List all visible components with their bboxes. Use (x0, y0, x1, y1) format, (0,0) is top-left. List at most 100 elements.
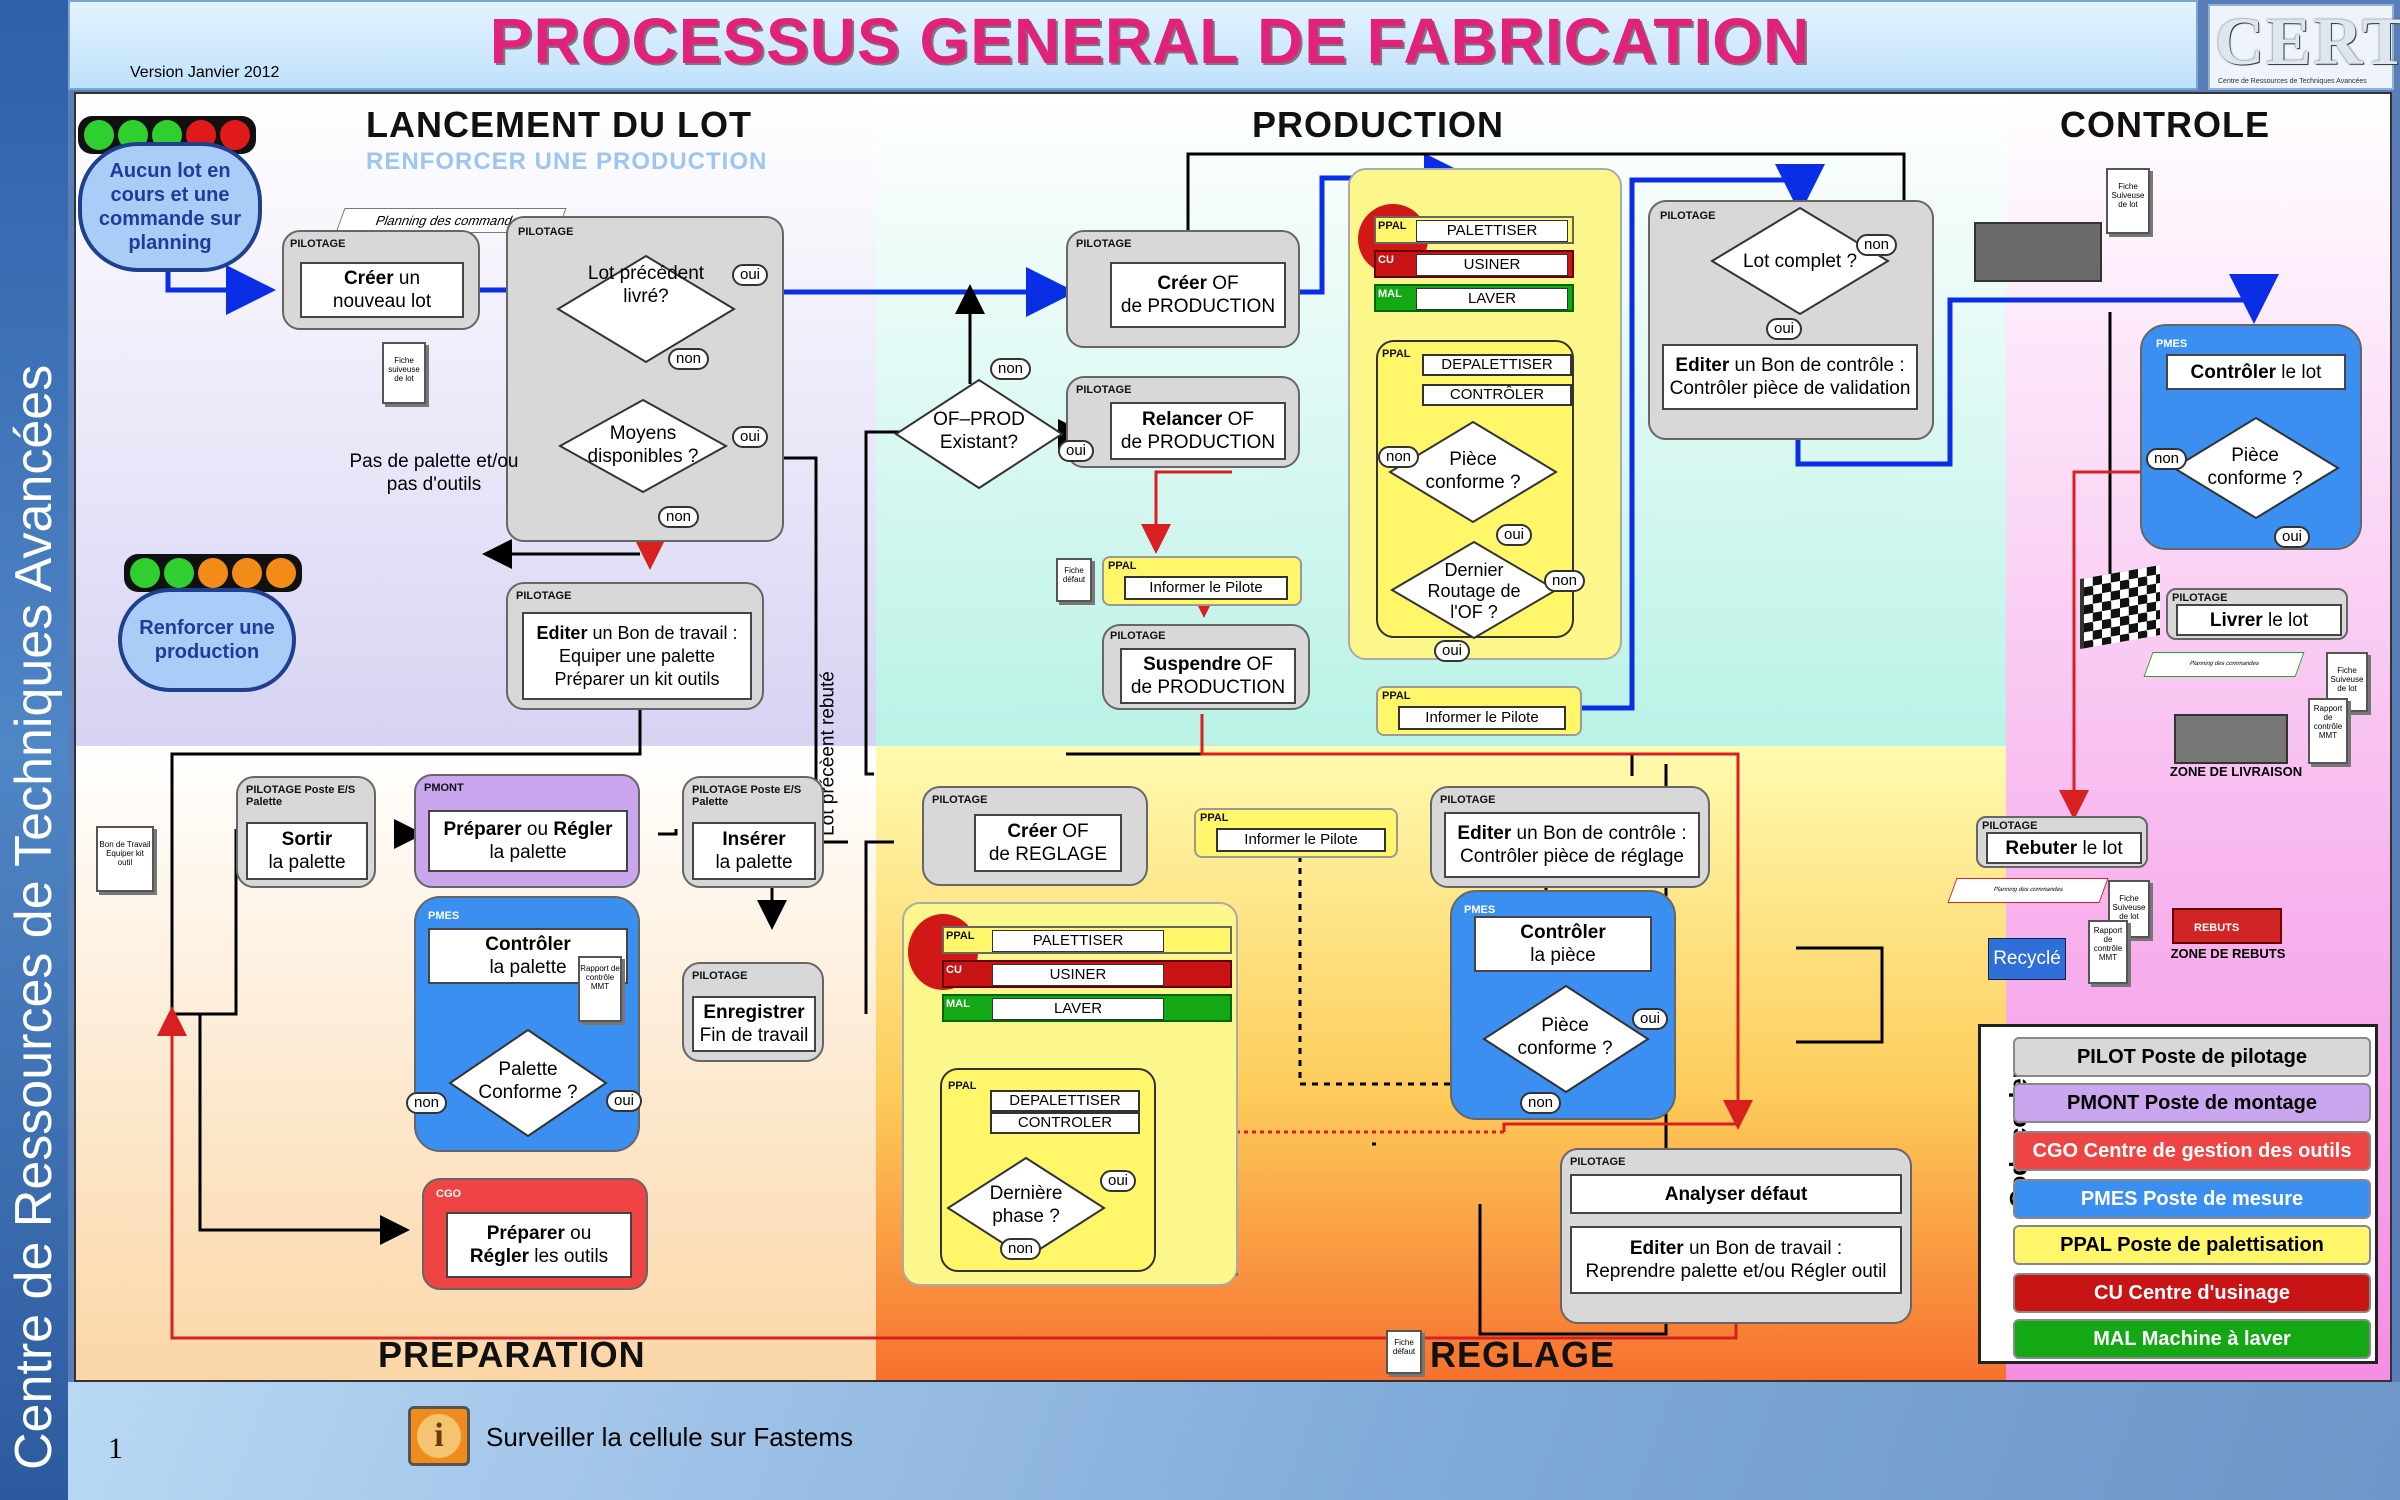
reglage-piece-oui: oui (1632, 1008, 1669, 1030)
box-livrer-lot[interactable]: PILOTAGE Livrer le lot (2166, 588, 2348, 640)
piece-non: non (1378, 446, 1420, 468)
controler-lot-label[interactable]: Contrôler le lot (2166, 354, 2346, 390)
bubble-renforcer: Renforcer une production (118, 588, 296, 692)
certa-logo (2208, 4, 2394, 90)
legend-pilot: PILOT Poste de pilotage (2013, 1037, 2371, 1077)
info-icon[interactable]: i (408, 1406, 470, 1466)
color-legend: Code couleur PILOT Poste de pilotage PMO… (1978, 1024, 2378, 1364)
tag-pilotage: PILOTAGE (932, 794, 988, 806)
bon-travail-doc: Bon de Travail Equiper kit outil (96, 826, 154, 892)
d2-label: Moyens disponibles ? (587, 423, 699, 467)
tag-ppal: PPAL (1382, 348, 1411, 360)
lot-crate-icon (1974, 222, 2102, 282)
section-preparation: PREPARATION (378, 1334, 646, 1375)
tag-pmont: PMONT (424, 782, 464, 794)
rapport-palette: Rapport de contrôle MMT (578, 956, 622, 1022)
box-informer-pilote-reglage[interactable]: PPAL Informer le Pilote (1194, 808, 1398, 858)
d1-non: non (668, 348, 710, 370)
tag-ppal: PPAL (1200, 812, 1229, 824)
d1-label: Lot précédent livré? (587, 263, 705, 307)
section-production: PRODUCTION (1252, 104, 1504, 145)
editer-reglage-label: Editer un Bon de contrôle :Contrôler piè… (1444, 812, 1700, 878)
section-lancement-sub: RENFORCER UNE PRODUCTION (366, 148, 768, 175)
palettiser-reglage-label: PALETTISER (992, 930, 1164, 952)
diamond-lot-precedent (556, 254, 736, 364)
tag-cu: CU (946, 964, 962, 976)
depalettiser-label: DEPALETTISER (1422, 354, 1572, 376)
pas-palette-note: Pas de palette et/ou pas d'outils (349, 451, 519, 495)
dernier-label: Dernier Routage de l'OF ? (1427, 560, 1521, 622)
box-informer-pilote-2[interactable]: PPAL Informer le Pilote (1376, 686, 1582, 736)
bon-travail-reprendre: Editer un Bon de travail :Reprendre pale… (1570, 1226, 1902, 1294)
row-palettiser: PPAL PALETTISER (1374, 216, 1574, 244)
reglage-piece-label: Pièce conforme ? (1517, 1015, 1613, 1059)
piece-label: Pièce conforme ? (1425, 449, 1521, 493)
tag-cgo: CGO (436, 1188, 462, 1200)
logo-text: CERTA (2215, 3, 2400, 79)
informer-reglage-label: Informer le Pilote (1216, 828, 1386, 852)
box-informer-pilote-1[interactable]: PPAL Informer le Pilote (1102, 556, 1302, 606)
tag-mal: MAL (1378, 288, 1402, 300)
section-lancement: LANCEMENT DU LOT (366, 104, 752, 145)
tag-pilotage: PILOTAGE (290, 238, 346, 250)
d1-oui: oui (732, 264, 769, 286)
livraison-crate-icon (2174, 714, 2288, 764)
tag-ppal: PPAL (946, 930, 975, 942)
informer2-label: Informer le Pilote (1398, 706, 1566, 730)
box-editer-bon-controle-reglage[interactable]: PILOTAGE Editer un Bon de contrôle :Cont… (1430, 786, 1710, 888)
planning-livraison: Planning des commandes (2143, 652, 2305, 677)
reglage-piece-non: non (1520, 1092, 1562, 1114)
bubble-aucun-lot: Aucun lot en cours et une commande sur p… (78, 142, 262, 272)
controler-reglage-label: CONTROLER (990, 1112, 1140, 1134)
diamond-ctl-piece (2172, 416, 2340, 520)
informer-label: Informer le Pilote (1124, 576, 1288, 600)
tag-pilotage-es: PILOTAGE Poste E/S Palette (692, 784, 802, 808)
rapport-livraison: Rapport de contrôle MMT (2308, 698, 2348, 764)
box-rebuter-lot[interactable]: PILOTAGE Rebuter le lot (1976, 816, 2148, 868)
editer-bon-label: Editer un Bon de travail :Equiper une pa… (522, 612, 752, 700)
header-bar (68, 0, 2198, 90)
lot-complet-label: Lot complet ? (1742, 251, 1858, 272)
section-controle: CONTROLE (2060, 104, 2270, 145)
footer-note: Surveiller la cellule sur Fastems (486, 1422, 854, 1452)
section-reglage: REGLAGE (1430, 1334, 1616, 1375)
sidebar-label: Centre de Ressources de Techniques Avanc… (5, 364, 63, 1470)
ctl-piece-label: Pièce conforme ? (2207, 445, 2303, 489)
box-editer-bon-travail[interactable]: PILOTAGE Editer un Bon de travail :Equip… (506, 582, 764, 710)
tag-pilotage: PILOTAGE (692, 970, 748, 982)
recycle-box: Recyclé (1988, 938, 2066, 980)
tag-pilotage: PILOTAGE (518, 226, 574, 238)
box-analyser-defaut[interactable]: PILOTAGE Analyser défaut Editer un Bon d… (1560, 1148, 1912, 1324)
tag-pilotage: PILOTAGE (1110, 630, 1166, 642)
diamond-of-prod (894, 378, 1064, 490)
tag-pmes: PMES (2156, 338, 2188, 350)
legend-cgo: CGO Centre de gestion des outils (2013, 1131, 2371, 1171)
rebuter-label: Rebuter le lot (1986, 832, 2142, 864)
tag-pilotage: PILOTAGE (2172, 592, 2228, 604)
controler-label: CONTRÔLER (1422, 384, 1572, 406)
tag-mal: MAL (946, 998, 970, 1010)
editer-bon-controle-validation[interactable]: Editer un Bon de contrôle :Contrôler piè… (1662, 344, 1918, 410)
palette-non: non (406, 1092, 448, 1114)
traffic-light-2 (124, 554, 302, 592)
diamond-dernier-routage (1390, 540, 1558, 640)
tag-pilotage: PILOTAGE (1076, 238, 1132, 250)
diamond-moyens (558, 398, 728, 494)
piece-oui: oui (1496, 524, 1533, 546)
sidebar: Centre de Ressources de Techniques Avanc… (0, 0, 68, 1500)
tag-ppal: PPAL (1378, 220, 1407, 232)
planning-rebut: Planning des commandes (1947, 878, 2109, 903)
